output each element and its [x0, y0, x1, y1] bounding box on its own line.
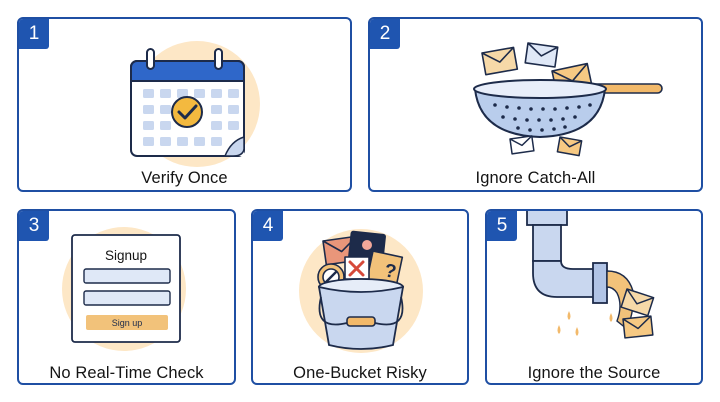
step-card-4: ? 4 One-Bucket Risky — [251, 209, 469, 385]
step-card-2: 2 Ignore Catch-All — [368, 17, 703, 192]
step-number-badge: 2 — [370, 19, 400, 49]
svg-text:?: ? — [383, 260, 398, 283]
step-number-badge: 1 — [19, 19, 49, 49]
step-card-5: 5 Ignore the Source — [485, 209, 703, 385]
step-label: Verify Once — [141, 169, 228, 187]
step-number-badge: 3 — [19, 211, 49, 241]
step-card-3: Signup Sign up 3 No Real-Time Check — [17, 209, 236, 385]
step-label: Ignore the Source — [527, 364, 661, 382]
step-number-badge: 5 — [487, 211, 517, 241]
step-card-1: 1 Verify Once — [17, 17, 352, 192]
signup-form-title: Signup — [104, 248, 148, 263]
signup-form-illustration — [62, 227, 186, 351]
step-label: One-Bucket Risky — [293, 364, 427, 382]
step-label: Ignore Catch-All — [475, 169, 596, 187]
bucket-with-mixed-emails-icon: ? — [299, 229, 423, 353]
signup-form-button: Sign up — [111, 318, 143, 328]
calendar-check-icon — [130, 41, 260, 167]
step-number-badge: 4 — [253, 211, 283, 241]
strainer-with-emails-icon — [473, 42, 663, 157]
step-label: No Real-Time Check — [49, 364, 204, 382]
leaking-pipe-with-emails-icon — [526, 211, 655, 339]
